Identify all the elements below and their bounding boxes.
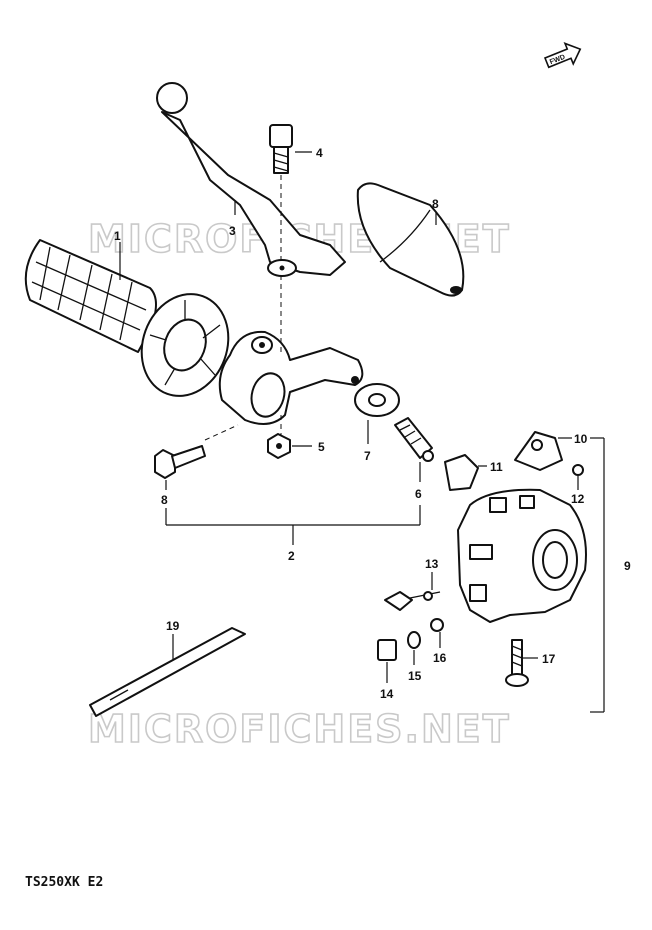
callout-19: 19 bbox=[166, 619, 180, 633]
watermark-bottom: MICROFICHES.NET bbox=[88, 707, 511, 751]
part-13-connector bbox=[384, 591, 441, 611]
callout-6: 6 bbox=[415, 487, 422, 501]
part-2-bracket bbox=[218, 330, 364, 425]
callout-13: 13 bbox=[425, 557, 439, 571]
part-7-bushing bbox=[354, 383, 400, 417]
part-8-bolt bbox=[154, 445, 206, 479]
part-4-bolt bbox=[269, 124, 293, 174]
part-5-nut bbox=[267, 433, 291, 459]
part-17-screw bbox=[505, 639, 529, 687]
part-1-grip bbox=[24, 239, 230, 397]
callout-9: 9 bbox=[624, 559, 631, 573]
callout-3: 3 bbox=[229, 224, 236, 238]
model-code: TS250XK E2 bbox=[25, 875, 103, 890]
part-9-switch-housing bbox=[457, 488, 587, 623]
part-6-bolt bbox=[394, 417, 434, 462]
callout-8-bottom: 8 bbox=[161, 493, 168, 507]
part-11-switch-knob bbox=[444, 454, 479, 491]
callout-11: 11 bbox=[490, 460, 503, 474]
part-12-screw bbox=[572, 464, 584, 476]
part-3-lever bbox=[156, 82, 346, 277]
callout-12: 12 bbox=[571, 492, 585, 506]
callout-5: 5 bbox=[318, 440, 325, 454]
part-10-clamp bbox=[514, 431, 563, 471]
callout-17: 17 bbox=[542, 652, 556, 666]
callout-8-top: 8 bbox=[432, 197, 439, 211]
callout-15: 15 bbox=[408, 669, 422, 683]
fwd-arrow-icon: FWD bbox=[543, 42, 582, 69]
callout-7: 7 bbox=[364, 449, 371, 463]
part-19-strap bbox=[89, 627, 246, 717]
part-15-spring bbox=[407, 631, 421, 649]
part-8-lever-cover bbox=[356, 182, 465, 297]
part-16-ball bbox=[430, 618, 444, 632]
callout-4: 4 bbox=[316, 146, 323, 160]
callout-2: 2 bbox=[288, 549, 295, 563]
callout-1: 1 bbox=[114, 229, 121, 243]
callout-labels: 1 2 3 4 5 6 7 8 8 9 10 11 12 13 14 15 16… bbox=[114, 146, 631, 701]
callout-16: 16 bbox=[433, 651, 447, 665]
part-14-switch-block bbox=[377, 639, 397, 661]
alignment-lines bbox=[204, 175, 282, 441]
callout-10: 10 bbox=[574, 432, 588, 446]
callout-14: 14 bbox=[380, 687, 394, 701]
leader-lines bbox=[119, 151, 605, 713]
